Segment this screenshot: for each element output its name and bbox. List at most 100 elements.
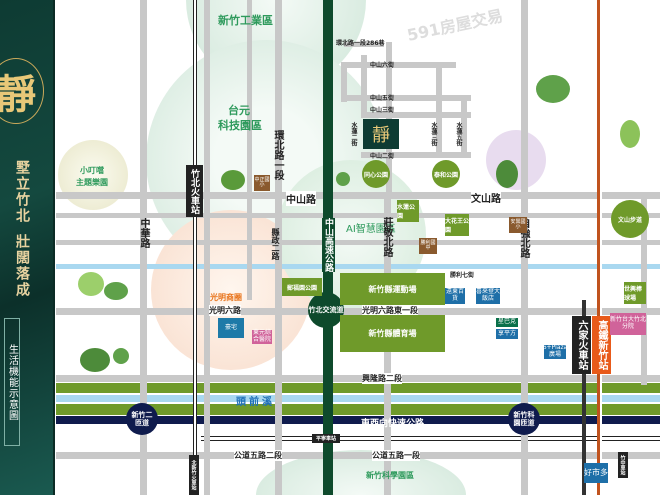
youfu-park: 郵福園公園: [282, 278, 322, 296]
6-plaza: 6+Plaza廣場: [542, 344, 568, 359]
sl2-label: 水蓮二街: [350, 122, 357, 146]
wenshan-trail: 文山步道: [611, 200, 649, 238]
starbucks-xiangpingfang: 享平方: [496, 329, 518, 339]
zhongshan-road-label: 中山路: [286, 191, 316, 206]
sports-field: 新竹縣運動場: [340, 273, 445, 305]
tree-icon: [620, 120, 640, 148]
touqian-creek: [56, 393, 660, 404]
industrial-zone-label: 新竹工業區: [218, 14, 273, 27]
dahuawang-park: 大花王公園: [445, 214, 469, 236]
expressway-label: 東西向快速公路: [361, 419, 425, 429]
zhonghua-road: [140, 0, 147, 495]
xinglong-label: 興隆路二段: [362, 373, 402, 384]
zhuangjing-label: 莊敬北路: [381, 217, 392, 257]
gongdao-5-road: [56, 452, 660, 459]
hsr-station: 高鐵新竹站: [592, 316, 611, 374]
canal: [56, 264, 660, 269]
sidebar: 靜 墅立竹北 壯闊落成 生活機能示意圖: [0, 0, 55, 495]
map-caption: 生活機能示意圖: [4, 318, 20, 446]
road: [341, 95, 471, 101]
ai-park-label: AI智慧園區: [346, 224, 396, 235]
ntu-hospital: 新竹台大竹北分院: [610, 313, 646, 335]
freeway-label: 中山高速公路: [322, 218, 335, 272]
project-marker[interactable]: 靜: [363, 119, 399, 149]
guangming6e-label: 光明六路東一段: [362, 305, 418, 316]
beixinzhu-station: 北新竹火車站: [189, 455, 199, 495]
zhonghua-road-label: 中華路: [138, 218, 149, 248]
sl5-label: 水蓮五街: [455, 122, 462, 146]
taiyuan-label-1: 台元: [228, 104, 250, 117]
road: [461, 95, 467, 157]
taiyuan-label-2: 科技園區: [218, 119, 262, 132]
wenshan-road-label: 文山路: [471, 190, 501, 205]
tree-icon: [536, 75, 570, 103]
zs5-label: 中山五街: [370, 95, 395, 102]
fareast-department: 遠東百貨: [445, 288, 465, 304]
doraemon-label-2: 主題樂園: [76, 178, 108, 187]
tree-icon: [80, 348, 110, 372]
road: [56, 213, 660, 218]
sl3-label: 水蓮三街: [430, 122, 437, 146]
road: [436, 62, 442, 158]
liujia-station: 六家火車站: [572, 316, 591, 374]
hsr-line: [597, 0, 601, 495]
zs2-label: 中山二街: [370, 153, 395, 160]
zs6-label: 中山六街: [370, 62, 395, 69]
zhubei-station: 竹北火車站: [186, 165, 203, 217]
huanbei-road: [275, 0, 282, 495]
road: [341, 62, 456, 68]
road: [361, 112, 471, 118]
huanbei-road-label: 環北路一段: [272, 130, 283, 180]
lane-286-label: 環北路一段286巷: [336, 40, 385, 47]
railway-line: [193, 0, 197, 495]
zhongshan-road: [56, 192, 660, 199]
costco: 好市多: [584, 463, 608, 483]
taili-park: 泰和公園: [432, 160, 460, 188]
doraemon-label-1: 小叮噹: [80, 166, 104, 175]
gymnasium: 新竹縣體育場: [340, 315, 445, 352]
xianzheng-label: 縣政二路: [271, 228, 280, 260]
xinglong-road: [56, 375, 660, 382]
guangming-label: 光明商圈: [210, 293, 242, 302]
sheraton-hotel: 喜來登大飯店: [476, 288, 501, 304]
tree-icon: [104, 282, 128, 300]
watermark: 591房屋交易: [405, 6, 505, 45]
tree-icon: [221, 170, 245, 190]
starbucks-label: 星巴克: [496, 318, 518, 327]
map: 新竹工業區 台元 科技園區 小叮噹 主題樂園 AI智慧園區 光明商圈 新竹科學園…: [56, 0, 660, 495]
guangming6-label: 光明六路: [209, 305, 241, 316]
gd5-2-label: 公道五路二段: [234, 450, 282, 461]
road: [247, 0, 252, 300]
zs3-label: 中山三街: [370, 107, 395, 114]
pingmo-station: 平寧車站: [312, 434, 340, 443]
road: [344, 42, 384, 47]
sciencepark-ramp: 新竹科園匝道: [508, 403, 540, 435]
road: [341, 62, 347, 102]
project-logo: 靜: [0, 58, 44, 124]
anxing-school: 安興國小: [509, 217, 527, 233]
tree-icon: [336, 172, 350, 186]
road: [56, 240, 660, 245]
shengli7-label: 勝利七街: [450, 272, 475, 279]
ziqiang-label: 自強北路: [518, 218, 529, 258]
tree-icon: [113, 348, 129, 364]
creek-label: 頭前溪: [236, 397, 275, 408]
tongxin-park: 同心公園: [362, 160, 390, 188]
dongyuan-hospital: 東元綜合醫院: [252, 329, 272, 344]
tree-icon: [78, 272, 104, 296]
east-west-expressway: [56, 416, 660, 424]
shengli-school: 勝利國中: [419, 238, 437, 254]
guangming-6-road: [56, 308, 660, 315]
liujia-rail: [582, 300, 586, 495]
road: [361, 55, 367, 117]
baseball-field: 世興棒球場: [624, 282, 646, 304]
science-park-label: 新竹科學園區: [366, 471, 414, 480]
zhongzheng-school: 中正國小: [254, 175, 270, 191]
shuilian-park: 水蓮公園: [397, 200, 419, 222]
zhuzhong-station: 竹中車站: [618, 452, 628, 478]
haozhai: 豪宅: [218, 318, 244, 338]
slogan-1: 墅立竹北: [14, 160, 30, 224]
road: [204, 0, 210, 495]
hsinchu2-ramp: 新竹二匝道: [126, 403, 158, 435]
road: [361, 152, 471, 158]
